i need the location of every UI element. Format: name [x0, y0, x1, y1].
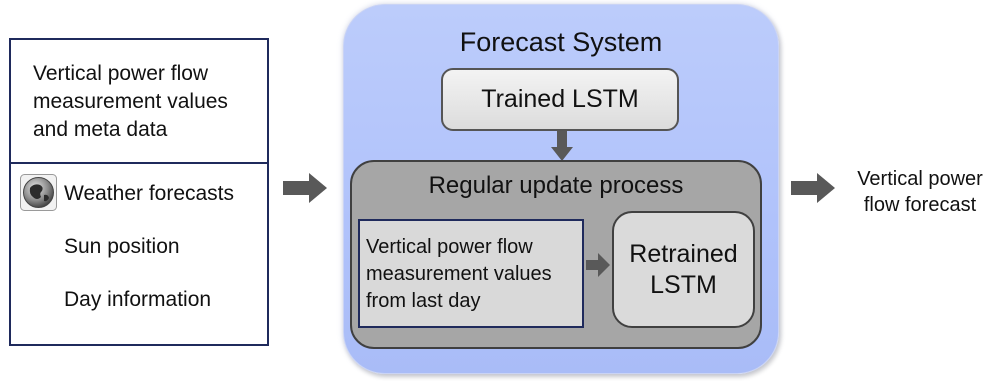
- measurement-input-label: Vertical power flow measurement values a…: [33, 62, 228, 141]
- last-day-measurements-label: Vertical power flow measurement values f…: [366, 236, 552, 312]
- retrained-lstm-box: Retrained LSTM: [612, 211, 755, 328]
- globe-icon: [20, 174, 57, 211]
- day-information-label: Day information: [64, 288, 212, 311]
- output-arrow-icon: [791, 173, 835, 203]
- weather-forecasts-label: Weather forecasts: [64, 182, 235, 205]
- input-divider: [9, 162, 269, 164]
- retrain-arrow-icon: [586, 253, 610, 277]
- output-label: Vertical power flow forecast: [857, 168, 983, 216]
- trained-lstm-box: Trained LSTM: [441, 68, 679, 131]
- input-arrow-icon: [283, 173, 327, 203]
- retrained-lstm-label: Retrained LSTM: [629, 239, 738, 299]
- sun-position-label: Sun position: [64, 235, 180, 258]
- last-day-measurements-box: [358, 219, 584, 328]
- update-process-title: Regular update process: [428, 172, 684, 199]
- forecast-system-title: Forecast System: [459, 27, 663, 57]
- down-arrow-icon: [551, 131, 573, 161]
- trained-lstm-label: Trained LSTM: [481, 85, 639, 113]
